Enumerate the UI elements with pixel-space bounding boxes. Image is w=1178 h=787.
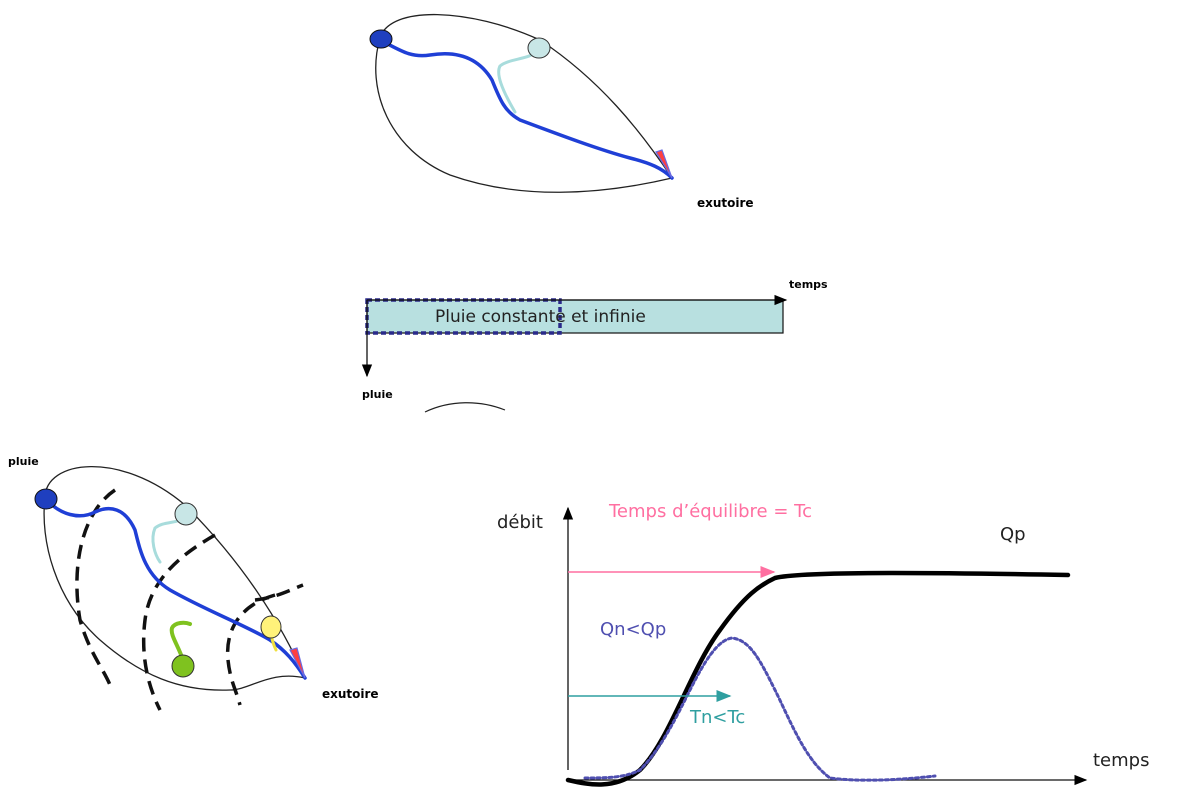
time-axis-label: temps — [789, 278, 828, 291]
source-yellow — [260, 615, 282, 639]
source-light — [527, 37, 551, 59]
source-green — [171, 654, 195, 678]
outlet-marker — [655, 149, 673, 179]
basin-outline-bottom — [43, 466, 307, 691]
tributary — [497, 48, 540, 114]
clipped-arc — [424, 402, 506, 413]
qn-label: Qn<Qp — [600, 619, 666, 640]
outlet-label-bottom: exutoire — [322, 687, 379, 701]
bottom-basin: pluie exutoire — [8, 455, 379, 711]
basin-outline — [375, 13, 674, 193]
x-axis-label: temps — [1093, 750, 1149, 771]
top-basin: exutoire — [369, 13, 754, 210]
outlet-marker-bottom — [289, 647, 306, 679]
outlet-label-top: exutoire — [697, 196, 754, 210]
qn-curve — [583, 636, 937, 782]
rain-axis-label: pluie — [362, 388, 393, 401]
source-dark — [369, 29, 393, 49]
tn-label: Tn<Tc — [689, 707, 745, 728]
qp-curve — [565, 570, 1071, 787]
source-dark-bottom — [34, 488, 58, 510]
main-river — [378, 38, 674, 180]
hydrograph: débit temps Temps d’équilibre = Tc Qp Qn… — [497, 501, 1149, 787]
rain-bar — [366, 299, 784, 334]
qp-label: Qp — [1000, 524, 1026, 545]
main-river-bottom — [44, 497, 307, 680]
equilibrium-label: Temps d’équilibre = Tc — [608, 501, 812, 522]
rain-bar-diagram: Pluie constante et infinie temps pluie — [361, 278, 828, 413]
bottom-rain-label: pluie — [8, 455, 39, 468]
y-axis-label: débit — [497, 512, 543, 533]
rain-bar-text: Pluie constante et infinie — [435, 307, 646, 327]
green-tributary — [169, 620, 192, 662]
source-light-bottom — [174, 502, 198, 526]
